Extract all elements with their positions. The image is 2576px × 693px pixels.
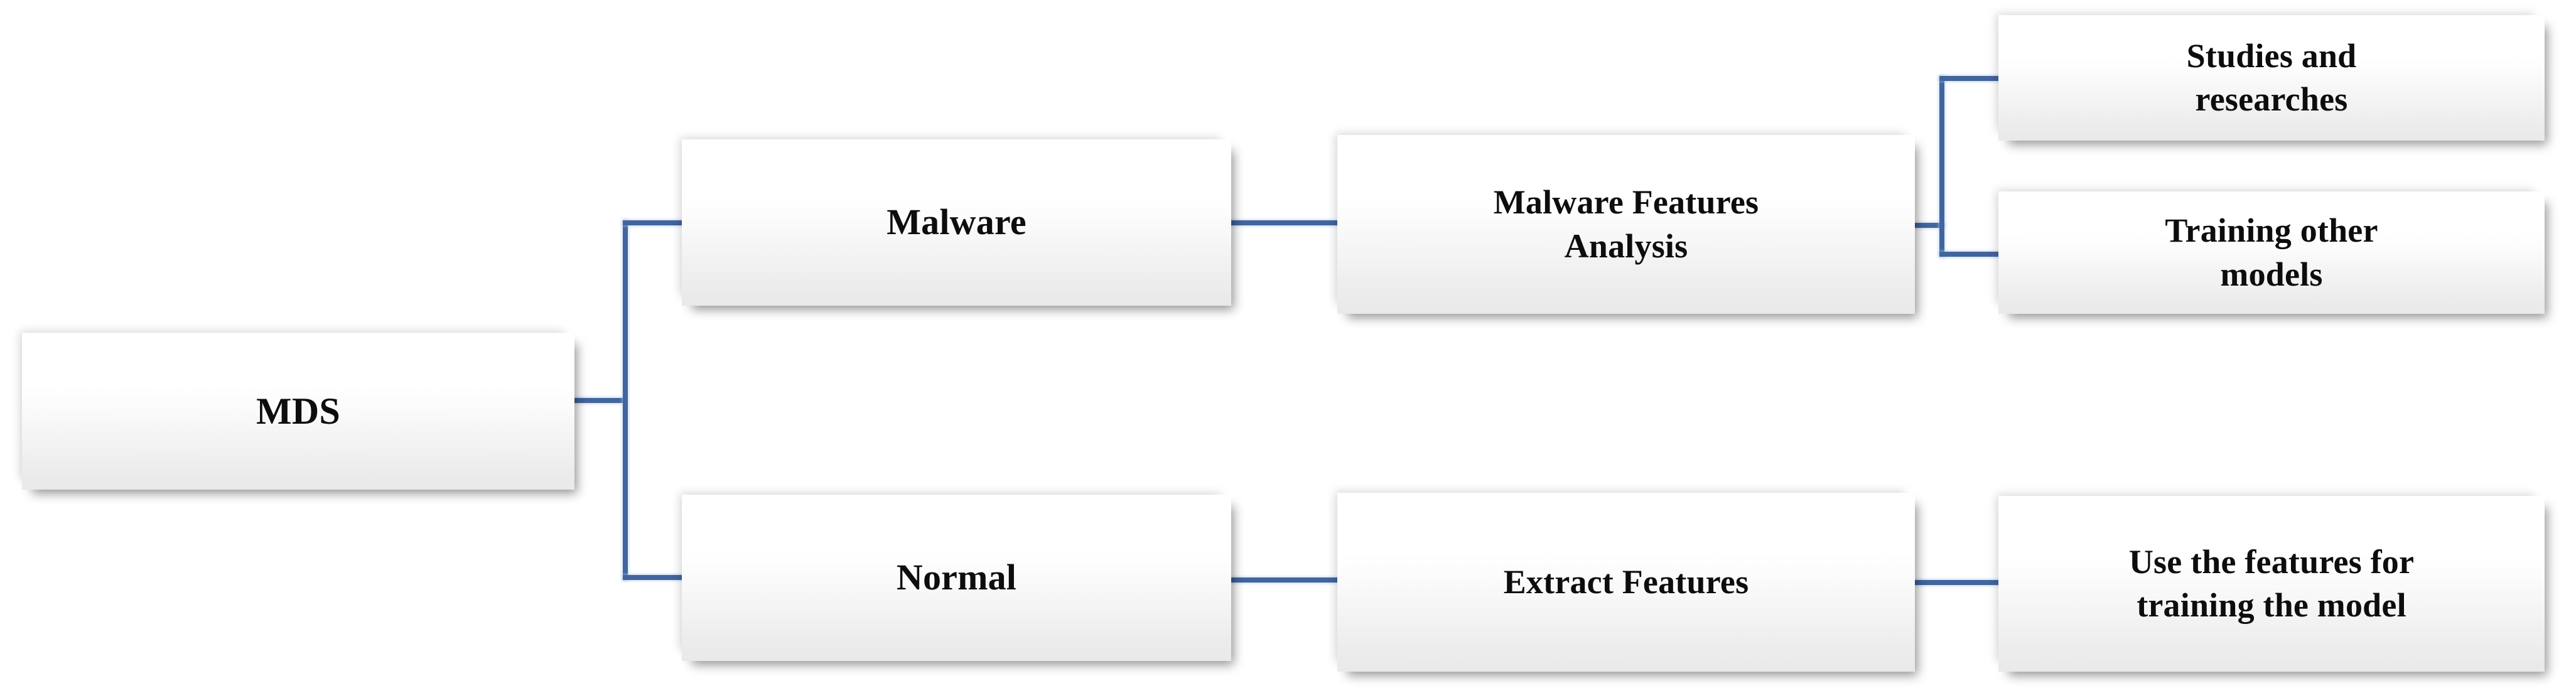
edge-split-to-studies [1939, 76, 2002, 81]
node-malware-features-analysis-label: Malware Features Analysis [1493, 183, 1759, 265]
node-normal[interactable]: Normal [682, 495, 1231, 661]
edge-normal-to-extract [1227, 578, 1342, 583]
edge-mds-to-split [573, 398, 625, 403]
node-normal-label: Normal [896, 557, 1017, 598]
node-use-features-for-training[interactable]: Use the features for training the model [1998, 496, 2545, 672]
node-studies-and-researches-label: Studies and researches [2186, 36, 2357, 118]
node-training-other-models-label: Training other models [2165, 212, 2378, 293]
node-studies-and-researches[interactable]: Studies and researches [1998, 15, 2545, 141]
edge-split-to-normal [623, 575, 686, 580]
node-malware-label: Malware [887, 201, 1027, 243]
node-use-features-for-training-label: Use the features for training the model [2128, 542, 2415, 624]
node-mds-label: MDS [256, 390, 340, 432]
edge-split-to-malware [623, 220, 686, 225]
edge-extract-to-use [1911, 580, 2003, 585]
edge-mfa-to-split [1911, 223, 1944, 228]
node-mds[interactable]: MDS [22, 333, 574, 490]
edge-malware-to-mfa [1227, 220, 1342, 225]
edge-split-1-trunk [623, 220, 628, 580]
node-extract-features-label: Extract Features [1503, 562, 1749, 601]
node-training-other-models[interactable]: Training other models [1998, 191, 2545, 314]
node-malware[interactable]: Malware [682, 139, 1231, 306]
edge-split-2-trunk [1939, 76, 1944, 257]
edge-split-to-training [1939, 252, 2002, 257]
node-malware-features-analysis[interactable]: Malware Features Analysis [1337, 135, 1915, 314]
node-extract-features[interactable]: Extract Features [1337, 493, 1915, 672]
